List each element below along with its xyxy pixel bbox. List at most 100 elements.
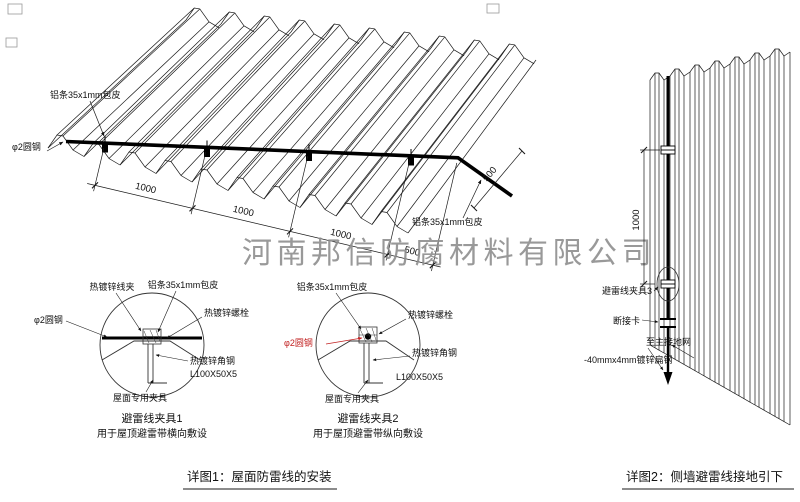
hatch: [359, 327, 377, 343]
leader-line: [89, 100, 105, 137]
corrugation-line: [83, 23, 222, 157]
corrugation-line: [227, 39, 362, 191]
wire-clamp: [102, 143, 108, 153]
extension-line: [190, 151, 207, 215]
extension-line: [385, 159, 411, 261]
dimension-line: [473, 150, 523, 209]
disconnect-card: [660, 318, 676, 328]
corrugation-line: [430, 35, 465, 57]
roof-corrugated-sheet: [47, 7, 537, 234]
frame-mark: [7, 3, 23, 15]
corrugation-line: [299, 47, 432, 208]
corrugation-line: [344, 39, 475, 204]
corrugation-line: [62, 8, 201, 137]
label-rod: φ2圆钢: [12, 141, 41, 152]
c2-label-angle-size: L100X50X5: [396, 372, 443, 382]
c2-label-bolt: 热镀锌螺栓: [408, 309, 453, 320]
corrugation-line: [216, 37, 350, 185]
label-to-ground: 至主接地网: [646, 336, 691, 347]
corrugation-line: [206, 24, 341, 171]
detail1-leaders: [65, 290, 203, 393]
wire-clamp: [306, 152, 312, 161]
corrugation-line: [170, 20, 306, 162]
c2-label-fixture: 屋面专用夹具: [325, 393, 379, 404]
c2-label-angle: 热镀锌角钢: [412, 347, 457, 358]
corrugation-line: [500, 43, 535, 65]
lightning-wire: [65, 139, 514, 198]
extension-line: [431, 162, 458, 272]
dimension-line: [87, 183, 441, 268]
corrugation-line: [278, 32, 411, 188]
detail-boundary-circle: [315, 292, 421, 398]
corrugation-line: [263, 43, 397, 200]
label-disconnect: 断接卡: [613, 315, 640, 326]
corrugation-line: [119, 27, 257, 166]
label-strip-right: 铝条35x1mm包皮: [412, 216, 483, 227]
red-leader-line: [325, 336, 363, 345]
corrugation-line: [92, 11, 230, 144]
dim-1000-c: 1000: [329, 227, 352, 243]
corrugation-line: [252, 41, 385, 193]
caption-detail1: 详图1：屋面防雷线的安装: [187, 469, 331, 484]
c1-subtitle: 用于屋顶避雷带横向敷设: [97, 427, 207, 440]
corrugation-line: [72, 21, 210, 151]
leader-line: [46, 141, 64, 152]
clamp-highlight-ellipse: [656, 266, 680, 302]
corrugation-line: [272, 31, 405, 187]
corrugation-line: [56, 7, 195, 136]
corrugation-line: [227, 177, 265, 200]
extension-line: [288, 155, 309, 238]
corrugation-line: [134, 16, 271, 154]
corrugation-line: [47, 134, 85, 157]
c1-label-fixture: 屋面专用夹具: [113, 392, 167, 403]
conductor-clamps: [660, 145, 676, 289]
c2-label-strip: 铝条35x1mm包皮: [297, 281, 368, 292]
corrugation-line: [395, 31, 430, 53]
corrugation-line: [299, 194, 337, 217]
c1-label-clip: 热镀锌线夹: [89, 281, 134, 292]
corrugation-line: [155, 31, 292, 174]
detail-circle-1: [99, 292, 205, 398]
wall-corrugated-sheet: [649, 48, 791, 426]
corrugation-line: [649, 48, 791, 81]
corrugation-line: [98, 12, 236, 145]
corrugation-line: [360, 53, 490, 219]
wall-dimension: [640, 146, 660, 288]
dim-1000-b: 1000: [232, 204, 255, 220]
roof-rib-section: [317, 340, 415, 361]
detail2-leaders: [335, 292, 411, 394]
c2-label-rod: φ2圆钢: [284, 337, 313, 348]
wall-leaders: [641, 286, 695, 371]
corrugation-line: [371, 55, 502, 225]
corrugation-line: [155, 160, 193, 183]
label-strip-top: 铝条35x1mm包皮: [50, 89, 121, 100]
roof-rib-section: [101, 340, 201, 361]
corrugation-line: [242, 28, 376, 179]
corrugation-line: [308, 35, 440, 195]
dimension-ticks: [91, 181, 437, 269]
corrugation-line: [200, 23, 335, 170]
corrugation-line: [350, 40, 481, 205]
corrugation-line: [263, 185, 301, 208]
corrugation-line: [191, 35, 327, 183]
frame-marks: [5, 3, 500, 48]
corrugation-line: [128, 15, 265, 153]
rod-cross-section: [364, 333, 372, 340]
corrugation-line: [407, 59, 537, 234]
corrugation-line: [335, 51, 467, 217]
dimension-ticks: [470, 147, 526, 212]
watermark: 河南邦信防腐材料有限公司: [242, 237, 656, 270]
corrugation-line: [324, 49, 455, 210]
roof-dimension-chain: [87, 147, 526, 272]
label-clamp3: 避雷线夹具3: [602, 285, 652, 296]
corrugation-line: [314, 36, 446, 196]
label-flat-steel: -40mmx4mm镀锌扁钢: [584, 354, 673, 365]
detail-boundary-circle: [99, 292, 205, 398]
corrugation-line: [386, 44, 516, 213]
wall-dim-1000: 1000: [631, 209, 642, 230]
corrugation-line: [380, 43, 510, 212]
c2-title: 避雷线夹具2: [337, 411, 398, 425]
corrugation-line: [119, 151, 157, 174]
corrugation-line: [465, 39, 500, 61]
corrugation-line: [236, 27, 370, 178]
